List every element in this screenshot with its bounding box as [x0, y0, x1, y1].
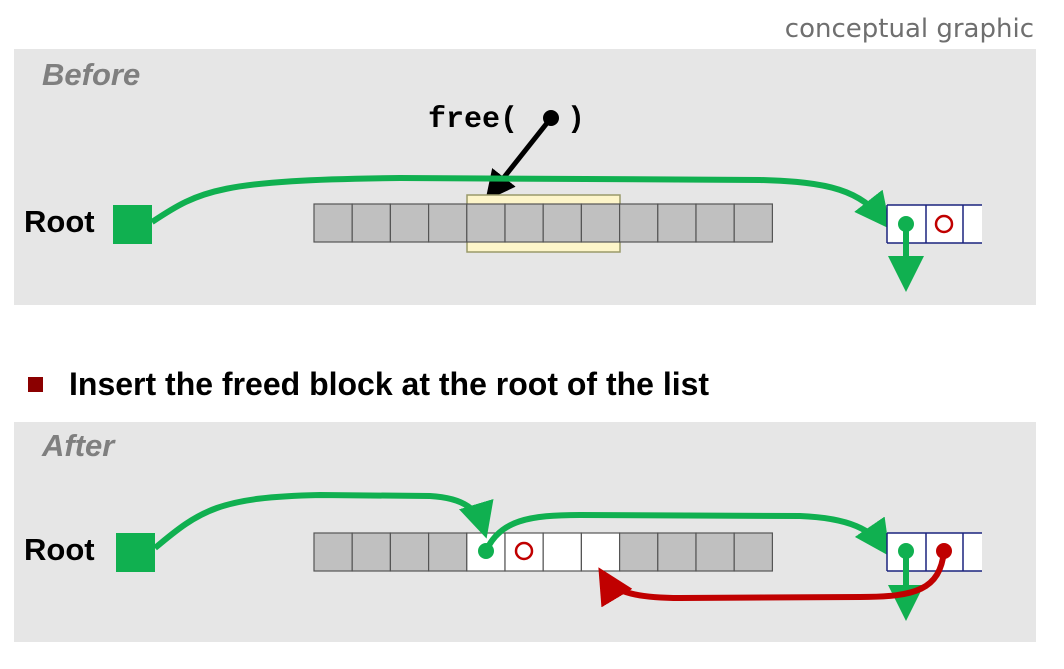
heap-blocks-after: [313, 532, 774, 572]
heap-block: [733, 203, 774, 243]
conceptual-graphic-note: conceptual graphic: [784, 14, 1034, 44]
heap-block: [351, 532, 392, 572]
root-square-before: [113, 205, 152, 244]
heap-block: [542, 203, 583, 243]
root-square-after: [116, 533, 155, 572]
heap-block: [466, 203, 506, 243]
free-pointer-arrow: [485, 116, 553, 201]
before-root-label: Root: [24, 204, 95, 239]
root-to-freed-arrow: [153, 491, 494, 551]
heap-block: [313, 203, 353, 243]
heap-block: [351, 203, 392, 243]
prev-back-arrow: [598, 550, 947, 608]
heap-block: [695, 203, 735, 243]
freed-block-cell: [542, 532, 583, 572]
heap-block: [695, 532, 735, 572]
prev-null-circle-before: [934, 214, 954, 234]
free-call-text: free(: [428, 103, 518, 137]
heap-block: [428, 203, 468, 243]
freed-block-cell: [580, 532, 621, 572]
heap-block: [428, 532, 468, 572]
heap-block: [389, 532, 430, 572]
bullet-text: Insert the freed block at the root of th…: [69, 365, 710, 402]
freed-to-list-arrow: [483, 511, 891, 557]
heap-block: [580, 203, 621, 243]
bullet-square-icon: [28, 376, 43, 392]
heap-block: [313, 532, 353, 572]
heap-block: [389, 203, 430, 243]
root-to-list-arrow: [150, 174, 891, 230]
freed-block-cell: [504, 532, 544, 572]
before-title: Before: [42, 57, 141, 92]
heap-block: [504, 203, 544, 243]
after-root-label: Root: [24, 532, 95, 567]
heap-blocks-before: [313, 203, 774, 243]
heap-block: [618, 532, 659, 572]
heap-block: [618, 203, 659, 243]
freed-prev-null-circle: [514, 541, 534, 561]
after-title: After: [42, 428, 115, 463]
heap-block: [657, 532, 697, 572]
free-call-close: ): [567, 103, 585, 137]
heap-block: [657, 203, 697, 243]
bullet-point: Insert the freed block at the root of th…: [28, 364, 709, 404]
heap-block: [733, 532, 774, 572]
